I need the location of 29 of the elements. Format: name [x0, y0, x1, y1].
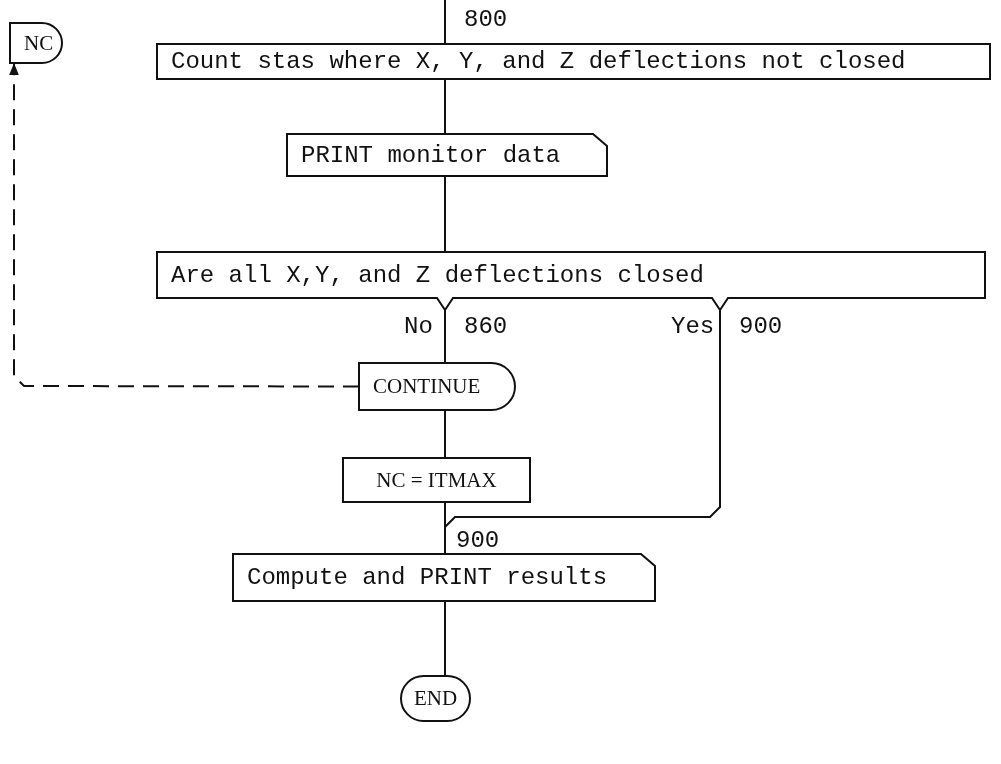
edge-label: Yes — [671, 315, 715, 339]
node-text: NC = ITMAX — [376, 467, 497, 493]
flow-line — [444, 0, 446, 45]
node-text: NC — [24, 30, 54, 56]
output-box — [287, 134, 607, 176]
continue-terminal — [359, 363, 515, 410]
node-text: Are all X,Y, and Z deflections closed — [171, 261, 704, 289]
node-text: CONTINUE — [373, 374, 481, 399]
flow-line — [444, 309, 446, 364]
end-terminal — [401, 676, 470, 721]
assignment-box — [343, 458, 530, 502]
process-box — [157, 44, 990, 79]
connector-terminal — [10, 23, 62, 63]
decision-box — [157, 252, 985, 310]
node-text: Count stas where X, Y, and Z deflections not closed — [171, 48, 906, 75]
node-text: Compute and PRINT results — [247, 564, 608, 591]
statement-number: 900 — [456, 529, 500, 553]
statement-number: 900 — [739, 315, 783, 339]
edge-label: No — [404, 315, 433, 339]
statement-number: 800 — [464, 8, 508, 32]
flow-line — [444, 409, 446, 459]
flow-line — [444, 600, 446, 677]
statement-number: 860 — [464, 315, 508, 339]
output-box — [233, 554, 655, 601]
node-text: END — [413, 686, 458, 711]
flow-line — [444, 78, 446, 135]
node-text: PRINT monitor data — [301, 141, 561, 169]
dashed-arrow — [9, 62, 360, 388]
flow-line — [444, 175, 446, 253]
